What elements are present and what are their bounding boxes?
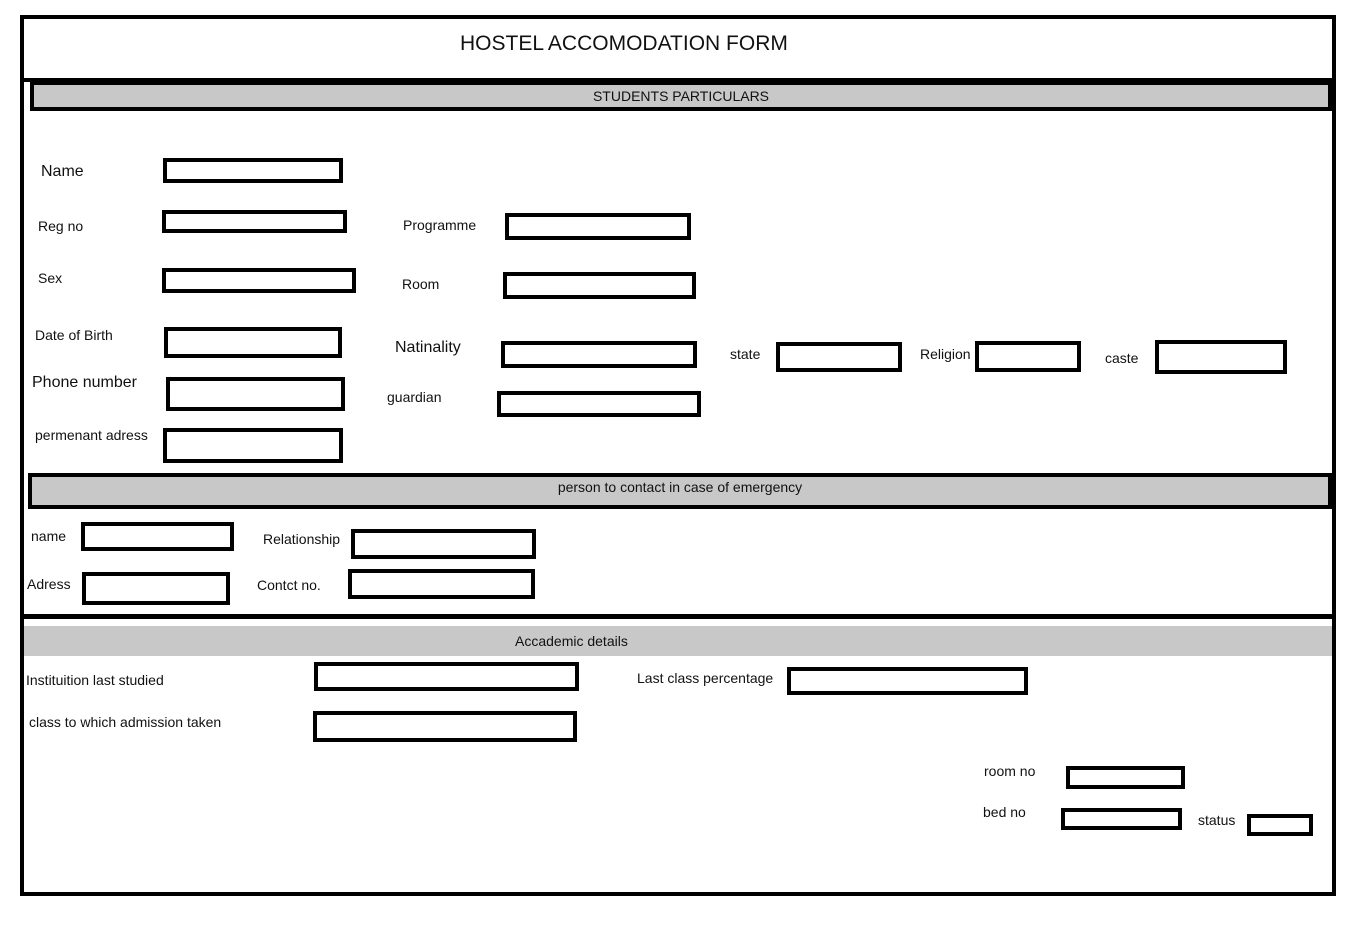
- caste-field[interactable]: [1155, 340, 1287, 374]
- state-label: state: [730, 346, 761, 362]
- emergency-name-label: name: [31, 528, 67, 544]
- institution-label: Instituition last studied: [26, 672, 164, 688]
- sex-label: Sex: [38, 270, 63, 286]
- dob-label: Date of Birth: [35, 327, 113, 343]
- emergency-address-label: Adress: [27, 576, 71, 592]
- bed-no-label: bed no: [983, 804, 1026, 820]
- emergency-address-field[interactable]: [82, 572, 230, 605]
- state-field[interactable]: [776, 342, 902, 372]
- room-no-label: room no: [984, 763, 1036, 779]
- bed-no-field[interactable]: [1061, 808, 1182, 830]
- status-field[interactable]: [1247, 814, 1313, 836]
- section-header-academic: Accademic details: [24, 626, 1332, 656]
- emergency-name-field[interactable]: [81, 522, 234, 551]
- relationship-label: Relationship: [263, 531, 341, 547]
- section-header-emergency: person to contact in case of emergency: [28, 473, 1332, 509]
- form-title: HOSTEL ACCOMODATION FORM: [460, 32, 788, 55]
- section-divider: [24, 614, 1332, 619]
- regno-field[interactable]: [162, 210, 347, 233]
- admission-class-label: class to which admission taken: [29, 714, 222, 730]
- sex-field[interactable]: [162, 268, 356, 293]
- contact-field[interactable]: [348, 569, 535, 599]
- regno-label: Reg no: [38, 218, 84, 234]
- section-header-students: STUDENTS PARTICULARS: [30, 81, 1332, 111]
- nationality-field[interactable]: [501, 341, 697, 368]
- address-label: permenant adress: [35, 427, 148, 443]
- section-divider: [24, 78, 1332, 82]
- caste-label: caste: [1105, 350, 1139, 366]
- percentage-field[interactable]: [787, 667, 1028, 695]
- percentage-label: Last class percentage: [637, 670, 774, 686]
- dob-field[interactable]: [164, 327, 342, 358]
- phone-field[interactable]: [166, 377, 345, 411]
- programme-label: Programme: [403, 217, 477, 233]
- guardian-field[interactable]: [497, 391, 701, 417]
- name-field[interactable]: [163, 158, 343, 183]
- religion-label: Religion: [920, 346, 971, 362]
- contact-label: Contct no.: [257, 577, 321, 593]
- room-field[interactable]: [503, 272, 696, 299]
- permanent-address-field[interactable]: [163, 428, 343, 463]
- relationship-field[interactable]: [351, 529, 536, 559]
- room-label: Room: [402, 276, 440, 292]
- programme-field[interactable]: [505, 213, 691, 240]
- nationality-label: Natinality: [395, 339, 461, 356]
- status-label: status: [1198, 812, 1236, 828]
- admission-class-field[interactable]: [313, 711, 577, 742]
- phone-label: Phone number: [32, 374, 137, 391]
- institution-field[interactable]: [314, 662, 579, 691]
- form-frame: [20, 15, 1336, 896]
- religion-field[interactable]: [975, 341, 1081, 372]
- room-no-field[interactable]: [1066, 766, 1185, 789]
- name-label: Name: [41, 163, 84, 180]
- guardian-label: guardian: [387, 389, 442, 405]
